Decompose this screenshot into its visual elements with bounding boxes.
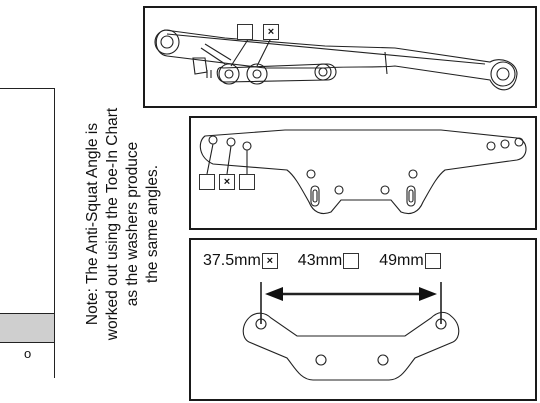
table-shaded-row <box>0 313 54 343</box>
spacing-option-3-label: 49mm <box>379 252 424 269</box>
shock-tower-drawing <box>199 129 527 215</box>
setup-table-fragment: o <box>0 88 55 378</box>
spacing-option-1-label: 37.5mm <box>203 252 261 269</box>
tower-washer-box-1[interactable] <box>199 174 215 190</box>
note-line-3: as the washers produce <box>124 141 141 307</box>
spacing-option-2[interactable]: 43mm <box>297 252 360 270</box>
spacing-option-1[interactable]: 37.5mm × <box>203 252 278 270</box>
spacing-option-2-label: 43mm <box>297 252 343 269</box>
tower-washer-box-2[interactable]: × <box>219 174 235 190</box>
spacing-drawing <box>242 282 460 381</box>
suspension-arm-drawing <box>154 29 518 91</box>
tower-washer-box-3[interactable] <box>239 174 255 190</box>
spacing-option-1-checkbox[interactable]: × <box>261 253 278 269</box>
washer-box-2[interactable]: × <box>263 24 279 40</box>
washer-box-1[interactable] <box>237 24 253 40</box>
spacing-options: 37.5mm × 43mm 49mm <box>203 252 461 270</box>
shock-spacing-panel: 37.5mm × 43mm 49mm <box>189 238 537 401</box>
note-line-1: Note: The Anti-Squat Angle is <box>84 122 101 326</box>
shock-tower-panel: × <box>189 116 537 230</box>
spacing-option-2-checkbox[interactable] <box>343 253 360 269</box>
spacing-option-3[interactable]: 49mm <box>379 252 441 270</box>
suspension-arm-panel: × <box>143 6 537 108</box>
table-cell-value: o <box>24 346 32 361</box>
table-top-border <box>0 88 54 89</box>
spacing-option-3-checkbox[interactable] <box>424 253 441 269</box>
note-line-2: worked out using the Toe-In Chart <box>104 107 121 341</box>
